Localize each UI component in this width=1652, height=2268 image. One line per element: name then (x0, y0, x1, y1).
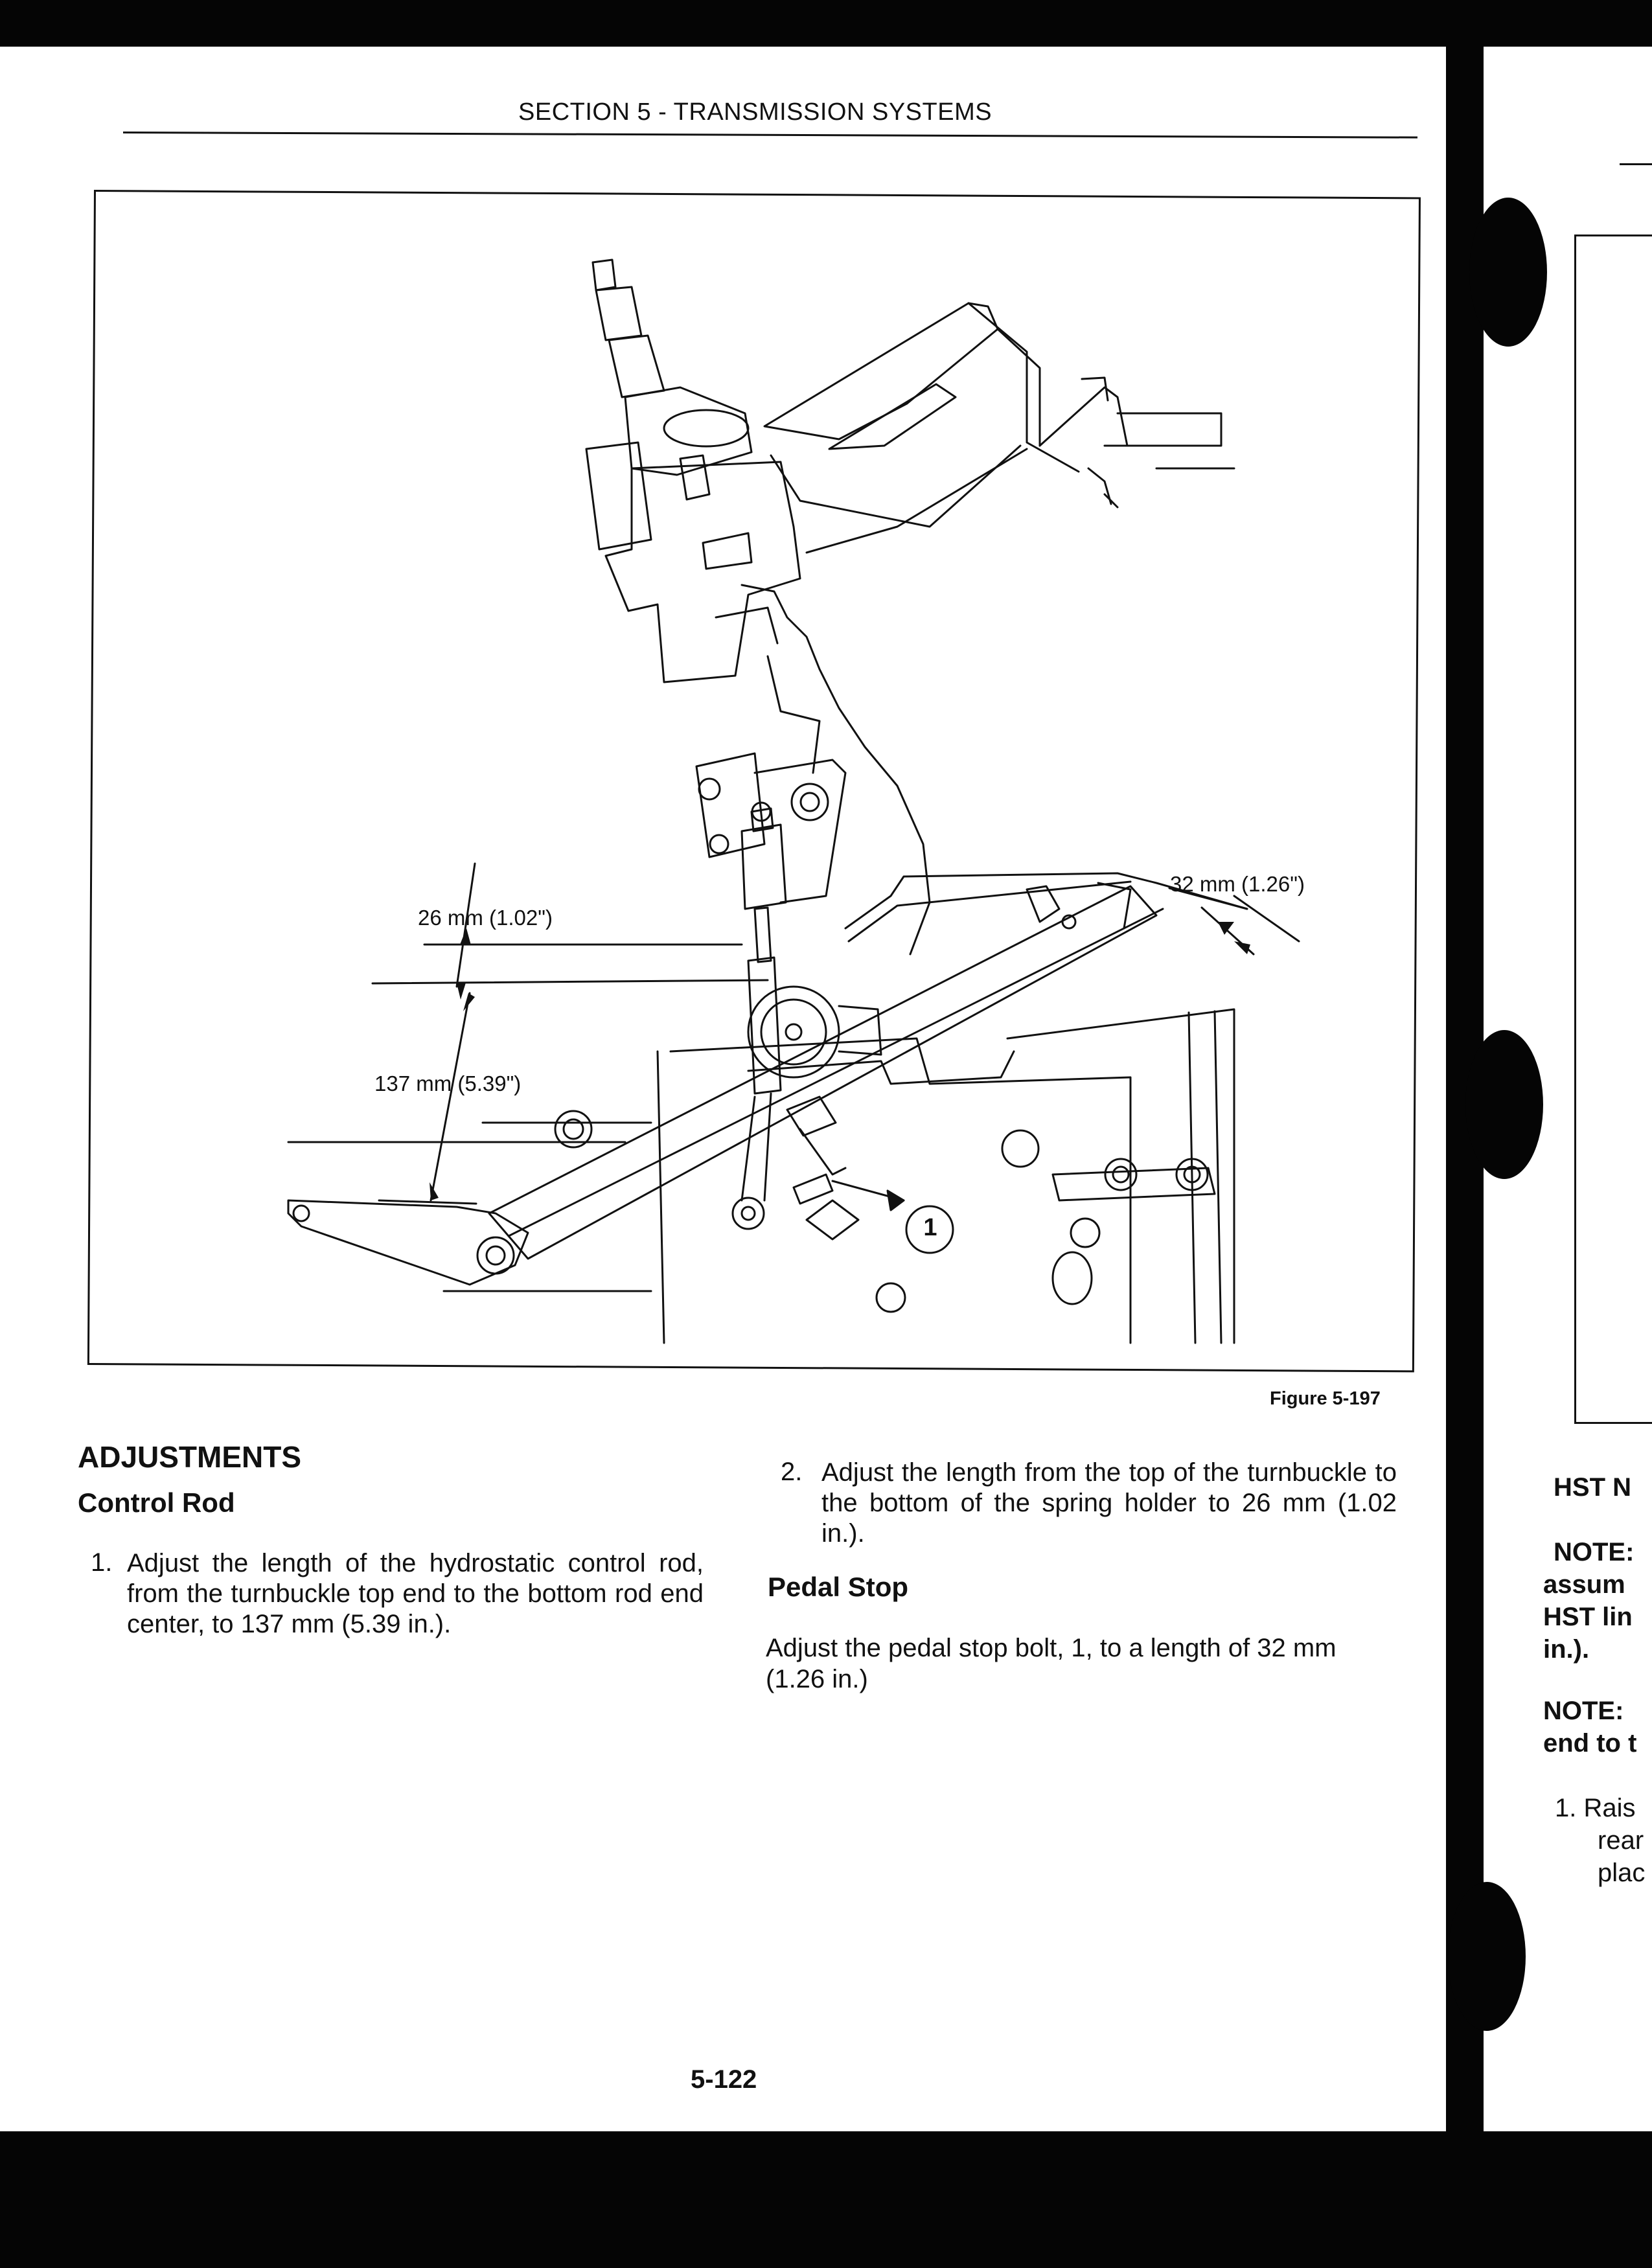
header-rule (122, 132, 1417, 139)
facing-page-heading: HST N (1554, 1473, 1631, 1502)
lower-lever (287, 1199, 529, 1286)
transmission-housing (287, 1008, 1235, 1344)
pedal-stop-text: Adjust the pedal stop bolt, 1, to a leng… (766, 1634, 1337, 1693)
step-2-number: 2. (781, 1458, 803, 1486)
brake-lines (844, 872, 1248, 943)
damper-gear (747, 985, 1015, 1085)
scan-bottom-border (0, 2131, 1652, 2268)
dash-bracket (763, 302, 1235, 554)
item-callout-circle (905, 1205, 954, 1254)
steering-column (585, 258, 753, 551)
dimension-label-26mm: 26 mm (1.02") (418, 906, 553, 930)
subheading-pedal-stop: Pedal Stop (768, 1572, 909, 1602)
section-heading-adjustments: ADJUSTMENTS (78, 1440, 302, 1474)
step-2-text: Adjust the length from the top of the tu… (821, 1458, 1397, 1548)
facing-page-note-1-line3: HST lin (1543, 1603, 1633, 1631)
dimension-label-32mm: 32 mm (1.26") (1170, 872, 1305, 896)
binder-hole-bottom (1448, 1882, 1526, 2031)
figure-caption: Figure 5-197 (1270, 1388, 1381, 1409)
facing-page-note-1-line2: assum (1543, 1570, 1625, 1599)
binder-hole-middle (1465, 1030, 1543, 1179)
pedal-stop-bolt (786, 1095, 905, 1211)
facing-page-note-2-line2: end to t (1543, 1729, 1637, 1758)
facing-page-figure-frame (1574, 235, 1652, 1424)
facing-page-rule (1620, 163, 1652, 165)
step-1-number: 1. (91, 1548, 113, 1577)
scan-top-border (0, 0, 1652, 47)
facing-page-note-2: NOTE: (1543, 1697, 1624, 1725)
facing-page-step-1-line2: rear (1598, 1826, 1644, 1855)
facing-page-note-1: NOTE: (1554, 1538, 1635, 1566)
figure-illustration (287, 258, 1300, 1344)
page-number: 5-122 (691, 2065, 757, 2094)
pedal-arm (488, 885, 1164, 1260)
column-mount (604, 461, 931, 956)
section-title: SECTION 5 - TRANSMISSION SYSTEMS (518, 98, 992, 126)
binder-hole-top (1469, 198, 1547, 347)
turnbuckle-rod (731, 807, 787, 1230)
dimension-label-137mm: 137 mm (5.39") (374, 1071, 522, 1095)
subheading-control-rod: Control Rod (78, 1487, 235, 1518)
dimension-arrows (430, 922, 1250, 1200)
step-1-text: Adjust the length of the hydrostatic con… (127, 1549, 704, 1638)
facing-page-note-1-line4: in.). (1543, 1635, 1590, 1664)
facing-page-step-1-line3: plac (1598, 1859, 1646, 1887)
facing-page-step-1: 1. Rais (1555, 1794, 1636, 1822)
item-callout-number: 1 (923, 1214, 937, 1241)
